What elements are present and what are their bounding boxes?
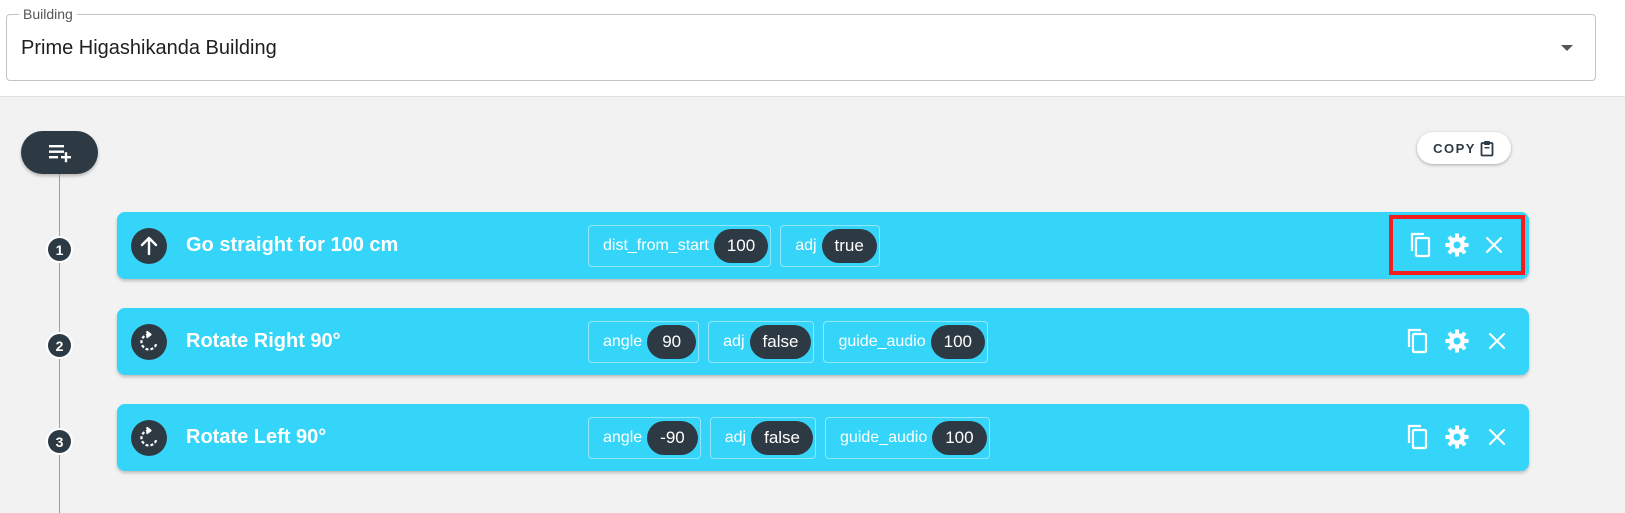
- step-card[interactable]: Go straight for 100 cm dist_from_start 1…: [117, 212, 1529, 279]
- step-params: angle 90 adj false guide_audio 100: [588, 321, 989, 363]
- param-key: adj: [723, 333, 745, 350]
- param-adj[interactable]: adj false: [708, 321, 815, 363]
- param-value: false: [749, 325, 812, 359]
- copy-icon: [1407, 328, 1428, 354]
- param-angle[interactable]: angle 90: [588, 321, 700, 363]
- gear-icon: [1445, 329, 1469, 353]
- param-value: 90: [647, 325, 697, 359]
- copy-icon: [1407, 424, 1428, 450]
- step-actions: [1389, 407, 1525, 467]
- param-guide-audio[interactable]: guide_audio 100: [825, 417, 990, 459]
- step-settings-button[interactable]: [1442, 326, 1472, 356]
- copy-icon: [1410, 232, 1430, 258]
- param-key: adj: [795, 237, 817, 254]
- clipboard-icon: [1480, 140, 1494, 156]
- rotate-right-icon: [131, 324, 167, 360]
- building-select-value: Prime Higashikanda Building: [21, 37, 277, 59]
- step-actions: [1389, 311, 1525, 371]
- param-key: guide_audio: [838, 333, 926, 350]
- close-icon: [1488, 428, 1506, 446]
- add-step-button[interactable]: [21, 131, 98, 174]
- step-params: angle -90 adj false guide_audio 100: [588, 417, 990, 459]
- step-card[interactable]: Rotate Right 90° angle 90 adj false guid…: [117, 308, 1529, 375]
- param-value: 100: [930, 325, 986, 359]
- rotate-left-icon: [131, 420, 167, 456]
- building-select-label: Building: [19, 6, 77, 22]
- close-icon: [1486, 236, 1503, 254]
- param-key: guide_audio: [840, 429, 928, 446]
- step-params: dist_from_start 100 adj true: [588, 225, 880, 267]
- playlist-add-icon: [48, 144, 71, 162]
- delete-step-button[interactable]: [1479, 230, 1509, 260]
- close-icon: [1488, 332, 1506, 350]
- param-dist-from-start[interactable]: dist_from_start 100: [588, 225, 772, 267]
- param-key: dist_from_start: [603, 237, 709, 254]
- delete-step-button[interactable]: [1482, 326, 1512, 356]
- duplicate-step-button[interactable]: [1402, 326, 1432, 356]
- dropdown-arrow-icon[interactable]: [1561, 45, 1573, 51]
- duplicate-step-button[interactable]: [1402, 422, 1432, 452]
- param-key: angle: [603, 429, 643, 446]
- param-key: adj: [724, 429, 747, 446]
- delete-step-button[interactable]: [1482, 422, 1512, 452]
- param-value: -90: [647, 421, 698, 455]
- param-adj[interactable]: adj true: [780, 225, 880, 267]
- gear-icon: [1445, 425, 1469, 449]
- param-angle[interactable]: angle -90: [588, 417, 701, 459]
- param-key: angle: [603, 333, 643, 350]
- building-select[interactable]: Building Prime Higashikanda Building: [6, 6, 1596, 81]
- step-number: 3: [48, 430, 71, 453]
- step-settings-button[interactable]: [1442, 422, 1472, 452]
- param-value: 100: [713, 229, 769, 263]
- duplicate-step-button[interactable]: [1405, 230, 1435, 260]
- param-guide-audio[interactable]: guide_audio 100: [823, 321, 989, 363]
- step-number: 2: [48, 334, 71, 357]
- step-settings-button[interactable]: [1442, 230, 1472, 260]
- param-adj[interactable]: adj false: [709, 417, 817, 459]
- step-title: Rotate Left 90°: [186, 426, 327, 448]
- step-actions-highlighted: [1389, 215, 1525, 275]
- param-value: true: [821, 229, 877, 263]
- step-number: 1: [48, 238, 71, 261]
- step-title: Rotate Right 90°: [186, 330, 341, 352]
- step-title: Go straight for 100 cm: [186, 234, 399, 256]
- copy-button[interactable]: COPY: [1417, 132, 1511, 164]
- copy-button-label: COPY: [1433, 140, 1476, 156]
- route-editor: COPY 1 Go straight for 100 cm dist_from_…: [0, 96, 1625, 513]
- arrow-up-icon: [131, 228, 167, 264]
- param-value: false: [751, 421, 814, 455]
- step-card[interactable]: Rotate Left 90° angle -90 adj false guid…: [117, 404, 1529, 471]
- gear-icon: [1445, 233, 1469, 257]
- param-value: 100: [932, 421, 987, 455]
